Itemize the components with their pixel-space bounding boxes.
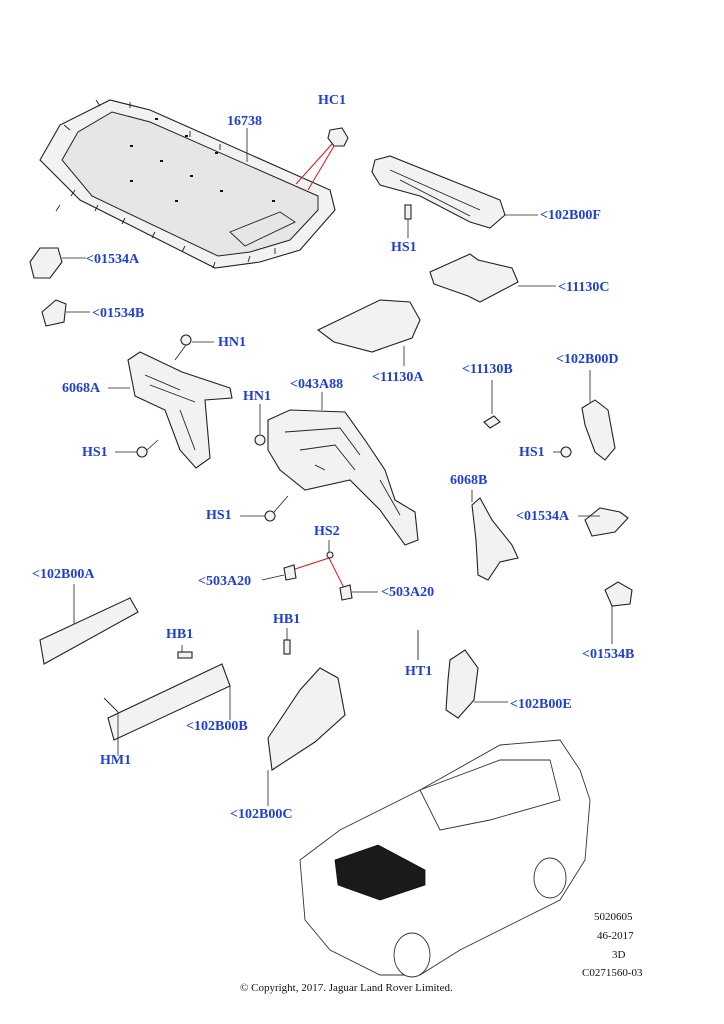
nut-hn1-top: [174, 334, 214, 361]
label-11130b[interactable]: <11130B: [462, 362, 513, 377]
bracket-01534a-left: [29, 247, 86, 279]
label-hs1-mid[interactable]: HS1: [206, 508, 232, 523]
bracket-6068a: [127, 351, 233, 469]
label-ht1[interactable]: HT1: [405, 664, 433, 679]
shield-102b00c: [267, 667, 346, 806]
clip-hc1: [327, 127, 349, 147]
fastener-hs1-left: [115, 439, 159, 458]
label-102b00b[interactable]: <102B00B: [186, 719, 248, 734]
vehicle-locator: [299, 739, 591, 978]
bracket-01534b-left: [41, 299, 90, 327]
label-hs2[interactable]: HS2: [314, 524, 340, 539]
label-503a20-left[interactable]: <503A20: [198, 574, 252, 589]
copyright-notice: © Copyright, 2017. Jaguar Land Rover Lim…: [240, 982, 453, 994]
bracket-102b00f: [371, 155, 506, 229]
label-16738[interactable]: 16738: [227, 114, 262, 129]
fastener-hs1-top: [404, 204, 412, 238]
label-102b00c[interactable]: <102B00C: [230, 807, 293, 822]
bracket-01534a-right: [578, 507, 629, 537]
label-01534a-left[interactable]: <01534A: [86, 252, 140, 267]
nut-hn1-left: [254, 404, 266, 446]
bolt-hb1-left: [177, 645, 193, 659]
reference-number: 5020605: [594, 911, 633, 923]
strip-102b00b: [107, 663, 231, 741]
reference-code: C0271560-03: [582, 967, 643, 979]
fastener-hm1: [103, 697, 119, 756]
label-01534b-right[interactable]: <01534B: [582, 647, 635, 662]
clip-503a20-right: [339, 584, 378, 601]
fastener-hs1-right: [553, 446, 572, 458]
label-102b00e[interactable]: <102B00E: [510, 697, 572, 712]
label-11130a[interactable]: <11130A: [372, 370, 424, 385]
label-6068a[interactable]: 6068A: [62, 381, 101, 396]
label-102b00f[interactable]: <102B00F: [540, 208, 601, 223]
label-hs1-left[interactable]: HS1: [82, 445, 108, 460]
label-hn1-top[interactable]: HN1: [218, 335, 246, 350]
bracket-01534b-right: [604, 581, 633, 644]
label-102b00d[interactable]: <102B00D: [556, 352, 619, 367]
label-hm1[interactable]: HM1: [100, 753, 132, 768]
label-11130c[interactable]: <11130C: [558, 280, 610, 295]
label-503a20-right[interactable]: <503A20: [381, 585, 435, 600]
bracket-102b00d: [581, 370, 616, 461]
label-01534a-right[interactable]: <01534A: [516, 509, 570, 524]
label-hn1-left[interactable]: HN1: [243, 389, 271, 404]
label-01534b-left[interactable]: <01534B: [92, 306, 145, 321]
label-043a88[interactable]: <043A88: [290, 377, 344, 392]
reference-view: 3D: [612, 949, 626, 961]
pad-11130b: [483, 380, 501, 429]
label-hs1-right[interactable]: HS1: [519, 445, 545, 460]
shield-102b00e: [445, 649, 508, 719]
strip-102b00a: [39, 584, 139, 665]
bracket-6068b: [471, 490, 519, 581]
label-102b00a[interactable]: <102B00A: [32, 567, 95, 582]
label-hc1[interactable]: HC1: [318, 93, 346, 108]
hood-insulator-16738: [39, 99, 336, 269]
label-hs1-top[interactable]: HS1: [391, 240, 417, 255]
clip-503a20-left: [261, 564, 297, 581]
shield-043a88: [267, 409, 419, 546]
pad-11130a: [316, 299, 421, 366]
pad-11130c: [429, 253, 556, 303]
bolt-hb1-right: [283, 628, 291, 655]
reference-date: 46-2017: [597, 930, 634, 942]
label-6068b[interactable]: 6068B: [450, 473, 488, 488]
label-hb1-left[interactable]: HB1: [166, 627, 194, 642]
label-hb1-right[interactable]: HB1: [273, 612, 301, 627]
fastener-hs1-mid: [240, 495, 289, 522]
